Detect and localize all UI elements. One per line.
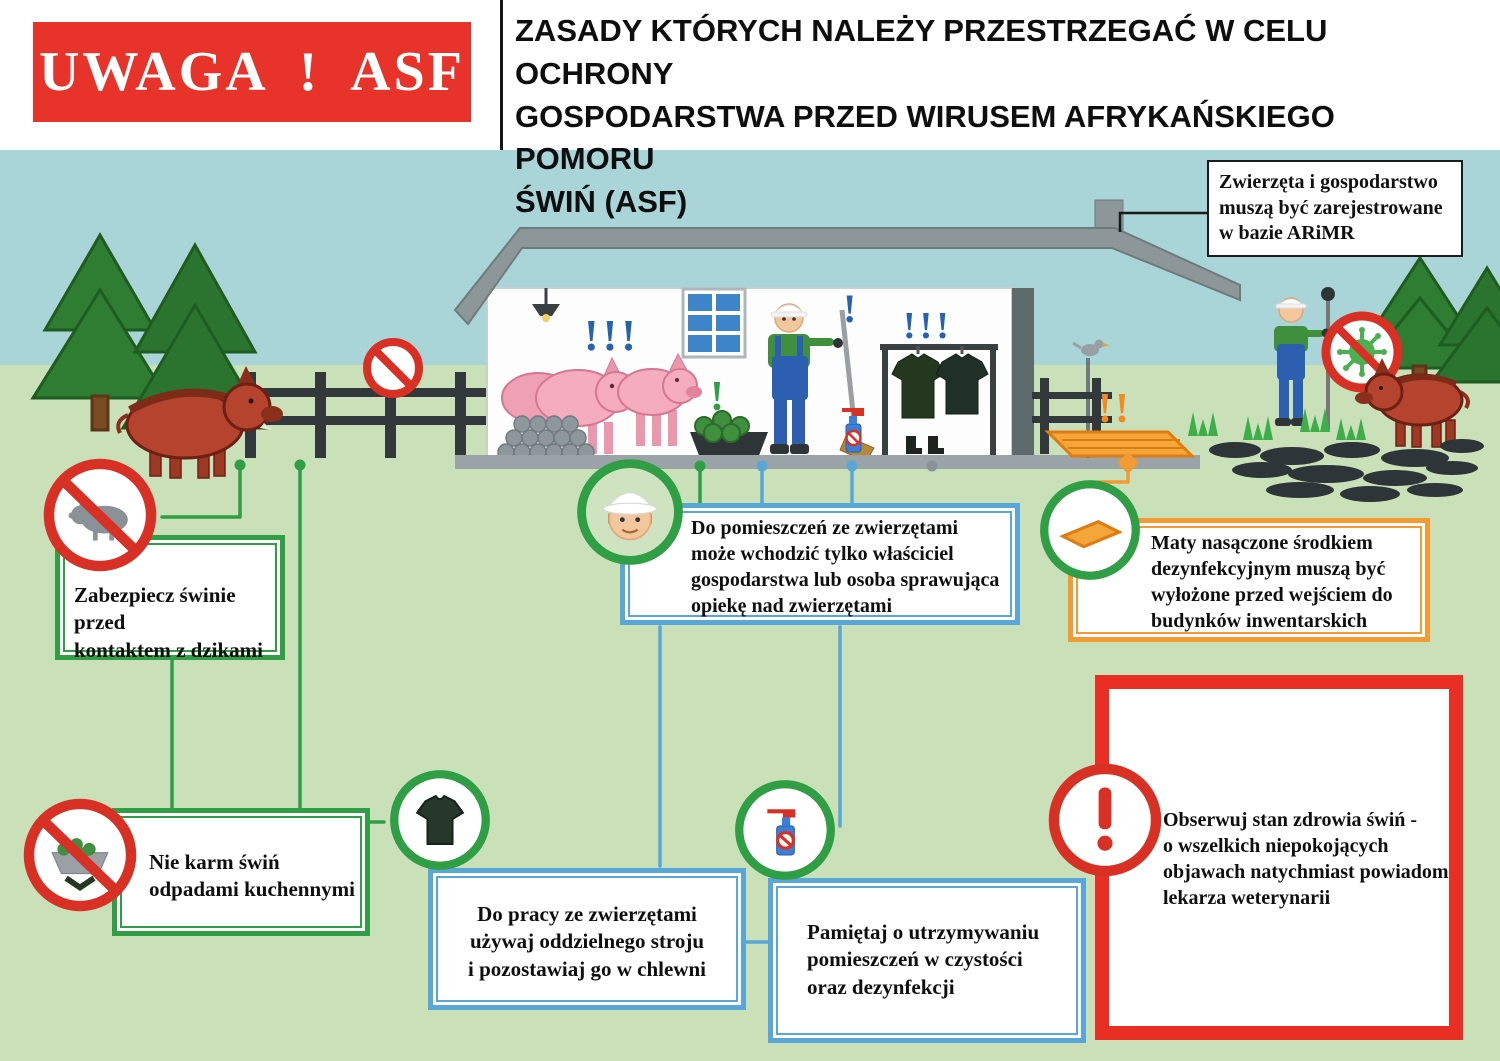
barn-pillar bbox=[1012, 288, 1034, 460]
exclamation-marks-rack: !!! bbox=[903, 305, 953, 347]
bird bbox=[1072, 339, 1110, 458]
yard-fence bbox=[1032, 378, 1112, 454]
callout-text: Do pomieszczeń ze zwierzętami może wchod… bbox=[691, 517, 1000, 617]
ceiling-lamp bbox=[532, 288, 560, 322]
farmer-face-icon bbox=[575, 457, 685, 567]
callout-observe-health: Obserwuj stan zdrowia świń - o wszelkich… bbox=[1095, 675, 1463, 1040]
callout-no-kitchen-waste: Nie karm świń odpadami kuchennymi bbox=[112, 808, 370, 936]
work-clothes-icon bbox=[388, 768, 492, 872]
exclamation-marks-yard: !! bbox=[1098, 386, 1132, 432]
junction-dots bbox=[234, 452, 1139, 474]
header-divider bbox=[500, 0, 503, 150]
grass-tufts bbox=[1188, 408, 1366, 440]
poster-title: ZASADY KTÓRYCH NALEŻY PRZESTRZEGAĆ W CEL… bbox=[515, 13, 1335, 220]
callout-keep-clean: Pamiętaj o utrzymywaniu pomieszczeń w cz… bbox=[768, 878, 1086, 1043]
callout-restricted-entry: Do pomieszczeń ze zwierzętami może wchod… bbox=[620, 503, 1020, 625]
no-entry-sign bbox=[363, 338, 423, 398]
banner-text: UWAGA ! ASF bbox=[39, 41, 465, 103]
exclamation-mark-trough: ! bbox=[710, 374, 724, 420]
callout-text: Do pracy ze zwierzętami używaj oddzielne… bbox=[468, 902, 706, 981]
registration-note: Zwierzęta i gospodarstwo muszą być zarej… bbox=[1207, 160, 1463, 257]
callout-text: Zabezpiecz świnie przed kontaktem z dzik… bbox=[74, 583, 263, 662]
registration-pointer-line bbox=[1118, 211, 1207, 232]
farmer-in-barn bbox=[768, 303, 843, 454]
barn-window bbox=[681, 287, 747, 359]
callout-text: Obserwuj stan zdrowia świń - o wszelkich… bbox=[1163, 809, 1449, 909]
callout-separate-clothing: Do pracy ze zwierzętami używaj oddzielne… bbox=[428, 868, 746, 1010]
wild-boar-right bbox=[1355, 358, 1470, 448]
disinfectant-spray-icon bbox=[733, 778, 837, 882]
callout-text: Pamiętaj o utrzymywaniu pomieszczeń w cz… bbox=[807, 920, 1040, 999]
wild-boar-left bbox=[116, 366, 283, 479]
callout-text: Nie karm świń odpadami kuchennymi bbox=[149, 850, 355, 902]
mud-puddles bbox=[1209, 439, 1484, 502]
pig-barn bbox=[453, 199, 1241, 469]
warning-banner: UWAGA ! ASF bbox=[33, 22, 471, 122]
exclamation-marks-pigs: !!! bbox=[584, 311, 640, 360]
disinfection-mat bbox=[1044, 430, 1196, 458]
barn-roof bbox=[453, 227, 1241, 326]
callout-disinfection-mats: Maty nasączone środkiem dezynfekcyjnym m… bbox=[1068, 518, 1430, 642]
disinfection-mat-icon bbox=[1038, 478, 1142, 582]
warning-exclamation-icon bbox=[1047, 762, 1163, 878]
no-kitchen-waste-icon bbox=[22, 797, 138, 913]
no-boar-icon bbox=[42, 457, 158, 573]
feed-trough bbox=[690, 410, 768, 458]
exclamation-mark-farmer: ! bbox=[843, 286, 856, 331]
callout-text: Maty nasączone środkiem dezynfekcyjnym m… bbox=[1151, 532, 1393, 632]
pigs bbox=[501, 352, 702, 454]
clothes-rack bbox=[880, 344, 998, 458]
spray-bottle bbox=[842, 408, 864, 453]
